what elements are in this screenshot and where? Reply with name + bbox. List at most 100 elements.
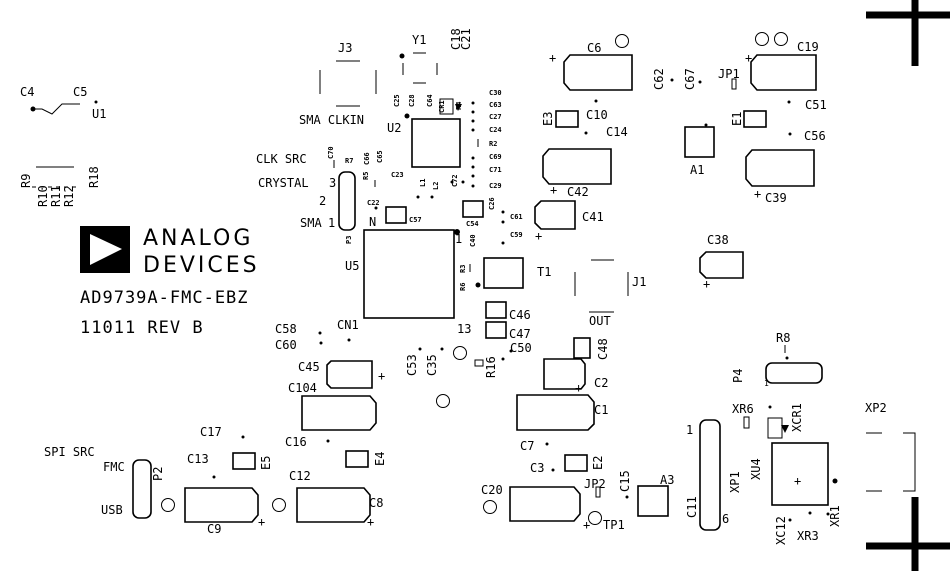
svg-text:+: + — [258, 515, 265, 529]
designator-y1: Y1 — [412, 33, 426, 47]
p3-outline — [338, 171, 356, 231]
svg-text:+: + — [535, 229, 542, 243]
designator-c61: C61 — [510, 213, 523, 221]
designator-c58: C58 — [275, 322, 297, 336]
designator-r6: R6 — [459, 283, 467, 291]
designator-c14: C14 — [606, 125, 628, 139]
label-sma-clkin: SMA CLKIN — [299, 113, 364, 127]
designator-r9: R9 — [19, 174, 33, 188]
designator-c46: C46 — [509, 308, 531, 322]
designator-xr3: XR3 — [797, 529, 819, 543]
designator-a1: A1 — [690, 163, 704, 177]
designator-e1: E1 — [730, 112, 744, 126]
designator-r7: R7 — [345, 157, 353, 165]
designator-c22: C22 — [367, 199, 380, 207]
svg-text:+: + — [550, 183, 557, 197]
designator-c66: C66 — [363, 152, 371, 165]
p4-outline — [765, 362, 823, 384]
xp1-pin-1: 1 — [686, 423, 693, 437]
p4-pin-1: 1 — [764, 379, 769, 388]
designator-c4: C4 — [20, 85, 34, 99]
label-sma: SMA — [300, 216, 322, 230]
designator-c70: C70 — [327, 146, 335, 159]
designator-c62: C62 — [652, 68, 666, 90]
brand-line-analog: ANALOG — [143, 226, 253, 251]
c6-outline — [563, 54, 633, 91]
label-clk-src: CLK SRC — [256, 152, 307, 166]
svg-text:+: + — [367, 515, 374, 529]
label-spi-src: SPI SRC — [44, 445, 95, 459]
designator-u5: U5 — [345, 259, 359, 273]
designator-c35: C35 — [425, 354, 439, 376]
designator-l1: L1 — [419, 179, 427, 187]
designator-c65: C65 — [376, 150, 384, 163]
brand-line-devices: DEVICES — [143, 253, 260, 278]
u1-outline — [34, 103, 80, 115]
designator-c48: C48 — [596, 338, 610, 360]
designator-c29: C29 — [489, 182, 502, 190]
designator-c45: C45 — [298, 360, 320, 374]
designator-c40: C40 — [469, 234, 477, 247]
designator-u1: U1 — [92, 107, 106, 121]
designator-c16: C16 — [285, 435, 307, 449]
designator-c1: C1 — [594, 403, 608, 417]
designator-c25: C25 — [393, 94, 401, 107]
designator-c11: C11 — [685, 496, 699, 518]
designator-c41: C41 — [582, 210, 604, 224]
c2-outline — [543, 358, 586, 390]
designator-c21: C21 — [459, 28, 473, 50]
p3-pin-1: 1 — [328, 216, 335, 230]
designator-p2: P2 — [151, 467, 165, 481]
designator-c20: C20 — [481, 483, 503, 497]
designator-c26: C26 — [488, 197, 496, 210]
t1-outline — [483, 257, 524, 289]
svg-text:+: + — [745, 51, 752, 65]
designator-c71: C71 — [489, 166, 502, 174]
svg-text:+: + — [378, 369, 385, 383]
p2-outline — [132, 459, 152, 519]
xp1-pin-6: 6 — [722, 512, 729, 526]
designator-r3: R3 — [459, 265, 467, 273]
designator-c42: C42 — [567, 185, 589, 199]
analog-devices-logo — [80, 226, 130, 273]
xp1-outline — [699, 419, 721, 531]
p3-pin-2: 2 — [319, 194, 326, 208]
designator-c56: C56 — [804, 129, 826, 143]
designator-c54: C54 — [466, 220, 479, 228]
c41-outline — [534, 200, 576, 230]
designator-a3: A3 — [660, 473, 674, 487]
designator-c9: C9 — [207, 522, 221, 536]
designator-c23: C23 — [391, 171, 404, 179]
p3-pin-3: 3 — [329, 176, 336, 190]
designator-xc12: XC12 — [774, 516, 788, 545]
designator-c17: C17 — [200, 425, 222, 439]
designator-c19: C19 — [797, 40, 819, 54]
designator-c50: C50 — [510, 341, 532, 355]
designator-p3: P3 — [345, 236, 353, 244]
xu4-outline — [771, 442, 829, 506]
svg-text:+: + — [703, 277, 710, 291]
designator-c5: C5 — [73, 85, 87, 99]
designator-c39: C39 — [765, 191, 787, 205]
designator-c53: C53 — [405, 354, 419, 376]
u5-outline — [363, 229, 455, 319]
designator-e3: E3 — [541, 112, 555, 126]
svg-text:+: + — [575, 381, 582, 395]
a3-outline — [637, 485, 669, 517]
designator-c72: C72 — [451, 174, 459, 187]
c19-outline — [750, 54, 817, 91]
designator-c28: C28 — [408, 94, 416, 107]
c45-outline — [326, 360, 373, 389]
designator-c69: C69 — [489, 153, 502, 161]
designator-jp1: JP1 — [718, 67, 740, 81]
designator-r8: R8 — [776, 331, 790, 345]
designator-c30: C30 — [489, 89, 502, 97]
designator-c15: C15 — [618, 470, 632, 492]
designator-l2: L2 — [432, 182, 440, 190]
u2-outline — [411, 118, 461, 168]
designator-xp2: XP2 — [865, 401, 887, 415]
designator-jp2: JP2 — [584, 477, 606, 491]
designator-e4: E4 — [373, 452, 387, 466]
